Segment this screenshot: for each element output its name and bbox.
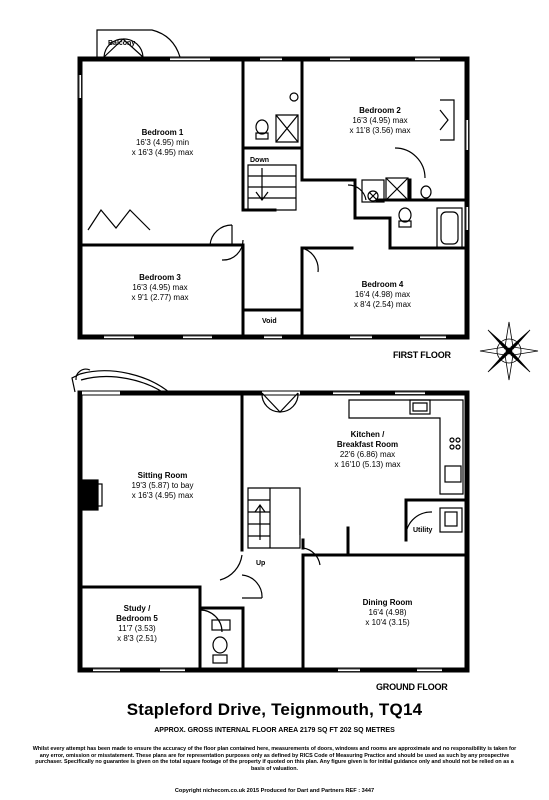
room-dim: x 8'4 (2.54) max <box>353 300 412 309</box>
room-name: Bedroom 1 <box>141 128 184 137</box>
floor-area: APPROX. GROSS INTERNAL FLOOR AREA 2179 S… <box>154 727 395 734</box>
room-name: Sitting Room <box>137 471 188 480</box>
room-label-bedroom-4: Bedroom 4 16'4 (4.98) max x 8'4 (2.54) m… <box>320 280 445 310</box>
room-dim: 11'7 (3.53) <box>118 624 156 633</box>
room-dim: 16'4 (4.98) <box>368 608 407 617</box>
down-label: Down <box>250 157 270 164</box>
room-dim: 19'3 (5.87) to bay <box>131 481 194 490</box>
void-label: Void <box>262 318 277 325</box>
up-label: Up <box>256 560 266 567</box>
ground-floor-outer-wall <box>77 390 470 673</box>
property-title: Stapleford Drive, Teignmouth, TQ14 <box>126 700 423 719</box>
room-dim: x 16'3 (4.95) max <box>131 148 194 157</box>
room-dim: 22'6 (6.86) max <box>339 450 396 459</box>
room-dim: x 11'8 (3.56) max <box>349 126 411 135</box>
room-name-2: Bedroom 5 <box>116 614 158 623</box>
room-label-dining-room: Dining Room 16'4 (4.98) x 10'4 (3.15) <box>325 598 450 628</box>
room-name-2: Breakfast Room <box>336 440 399 449</box>
room-dim: x 16'3 (4.95) max <box>131 491 194 500</box>
room-label-bedroom-1: Bedroom 1 16'3 (4.95) min x 16'3 (4.95) … <box>100 128 225 158</box>
room-name: Bedroom 3 <box>139 273 181 282</box>
room-dim: 16'4 (4.98) max <box>354 290 411 299</box>
balcony <box>96 29 181 58</box>
disclaimer-text: Whilst every attempt has been made to en… <box>32 746 517 772</box>
room-dim: x 10'4 (3.15) <box>365 618 410 627</box>
room-dim: x 16'10 (5.13) max <box>334 460 401 469</box>
room-name: Bedroom 2 <box>359 106 401 115</box>
room-dim: 16'3 (4.95) max <box>132 283 188 292</box>
room-label-study: Study / Bedroom 5 11'7 (3.53) x 8'3 (2.5… <box>92 604 182 644</box>
room-dim: x 9'1 (2.77) max <box>131 293 189 302</box>
room-dim: 16'3 (4.95) min <box>135 138 190 147</box>
balcony-label: Balcony <box>108 40 136 47</box>
wall <box>78 243 245 339</box>
room-label-sitting-room: Sitting Room 19'3 (5.87) to bay x 16'3 (… <box>100 471 225 501</box>
bay-window <box>71 370 171 394</box>
ground-floor-label: GROUND FLOOR <box>376 682 448 692</box>
wall <box>300 178 357 220</box>
room-name: Bedroom 4 <box>361 280 404 289</box>
wall <box>353 216 469 250</box>
room-label-bedroom-3: Bedroom 3 16'3 (4.95) max x 9'1 (2.77) m… <box>95 273 225 303</box>
compass-rose-icon <box>479 321 539 381</box>
first-floor-label: FIRST FLOOR <box>393 350 451 360</box>
credits-text: Copyright nichecom.co.uk 2015 Produced f… <box>174 788 375 794</box>
room-name: Dining Room <box>362 598 413 607</box>
utility-label: Utility <box>413 527 433 534</box>
wall <box>198 606 245 672</box>
room-label-bedroom-2: Bedroom 2 16'3 (4.95) max x 11'8 (3.56) … <box>320 106 440 136</box>
room-dim: 16'3 (4.95) max <box>352 116 408 125</box>
room-name: Study / <box>123 604 151 613</box>
room-name: Kitchen / <box>350 430 385 439</box>
room-label-kitchen: Kitchen / Breakfast Room 22'6 (6.86) max… <box>305 430 430 470</box>
room-dim: x 8'3 (2.51) <box>117 634 157 643</box>
